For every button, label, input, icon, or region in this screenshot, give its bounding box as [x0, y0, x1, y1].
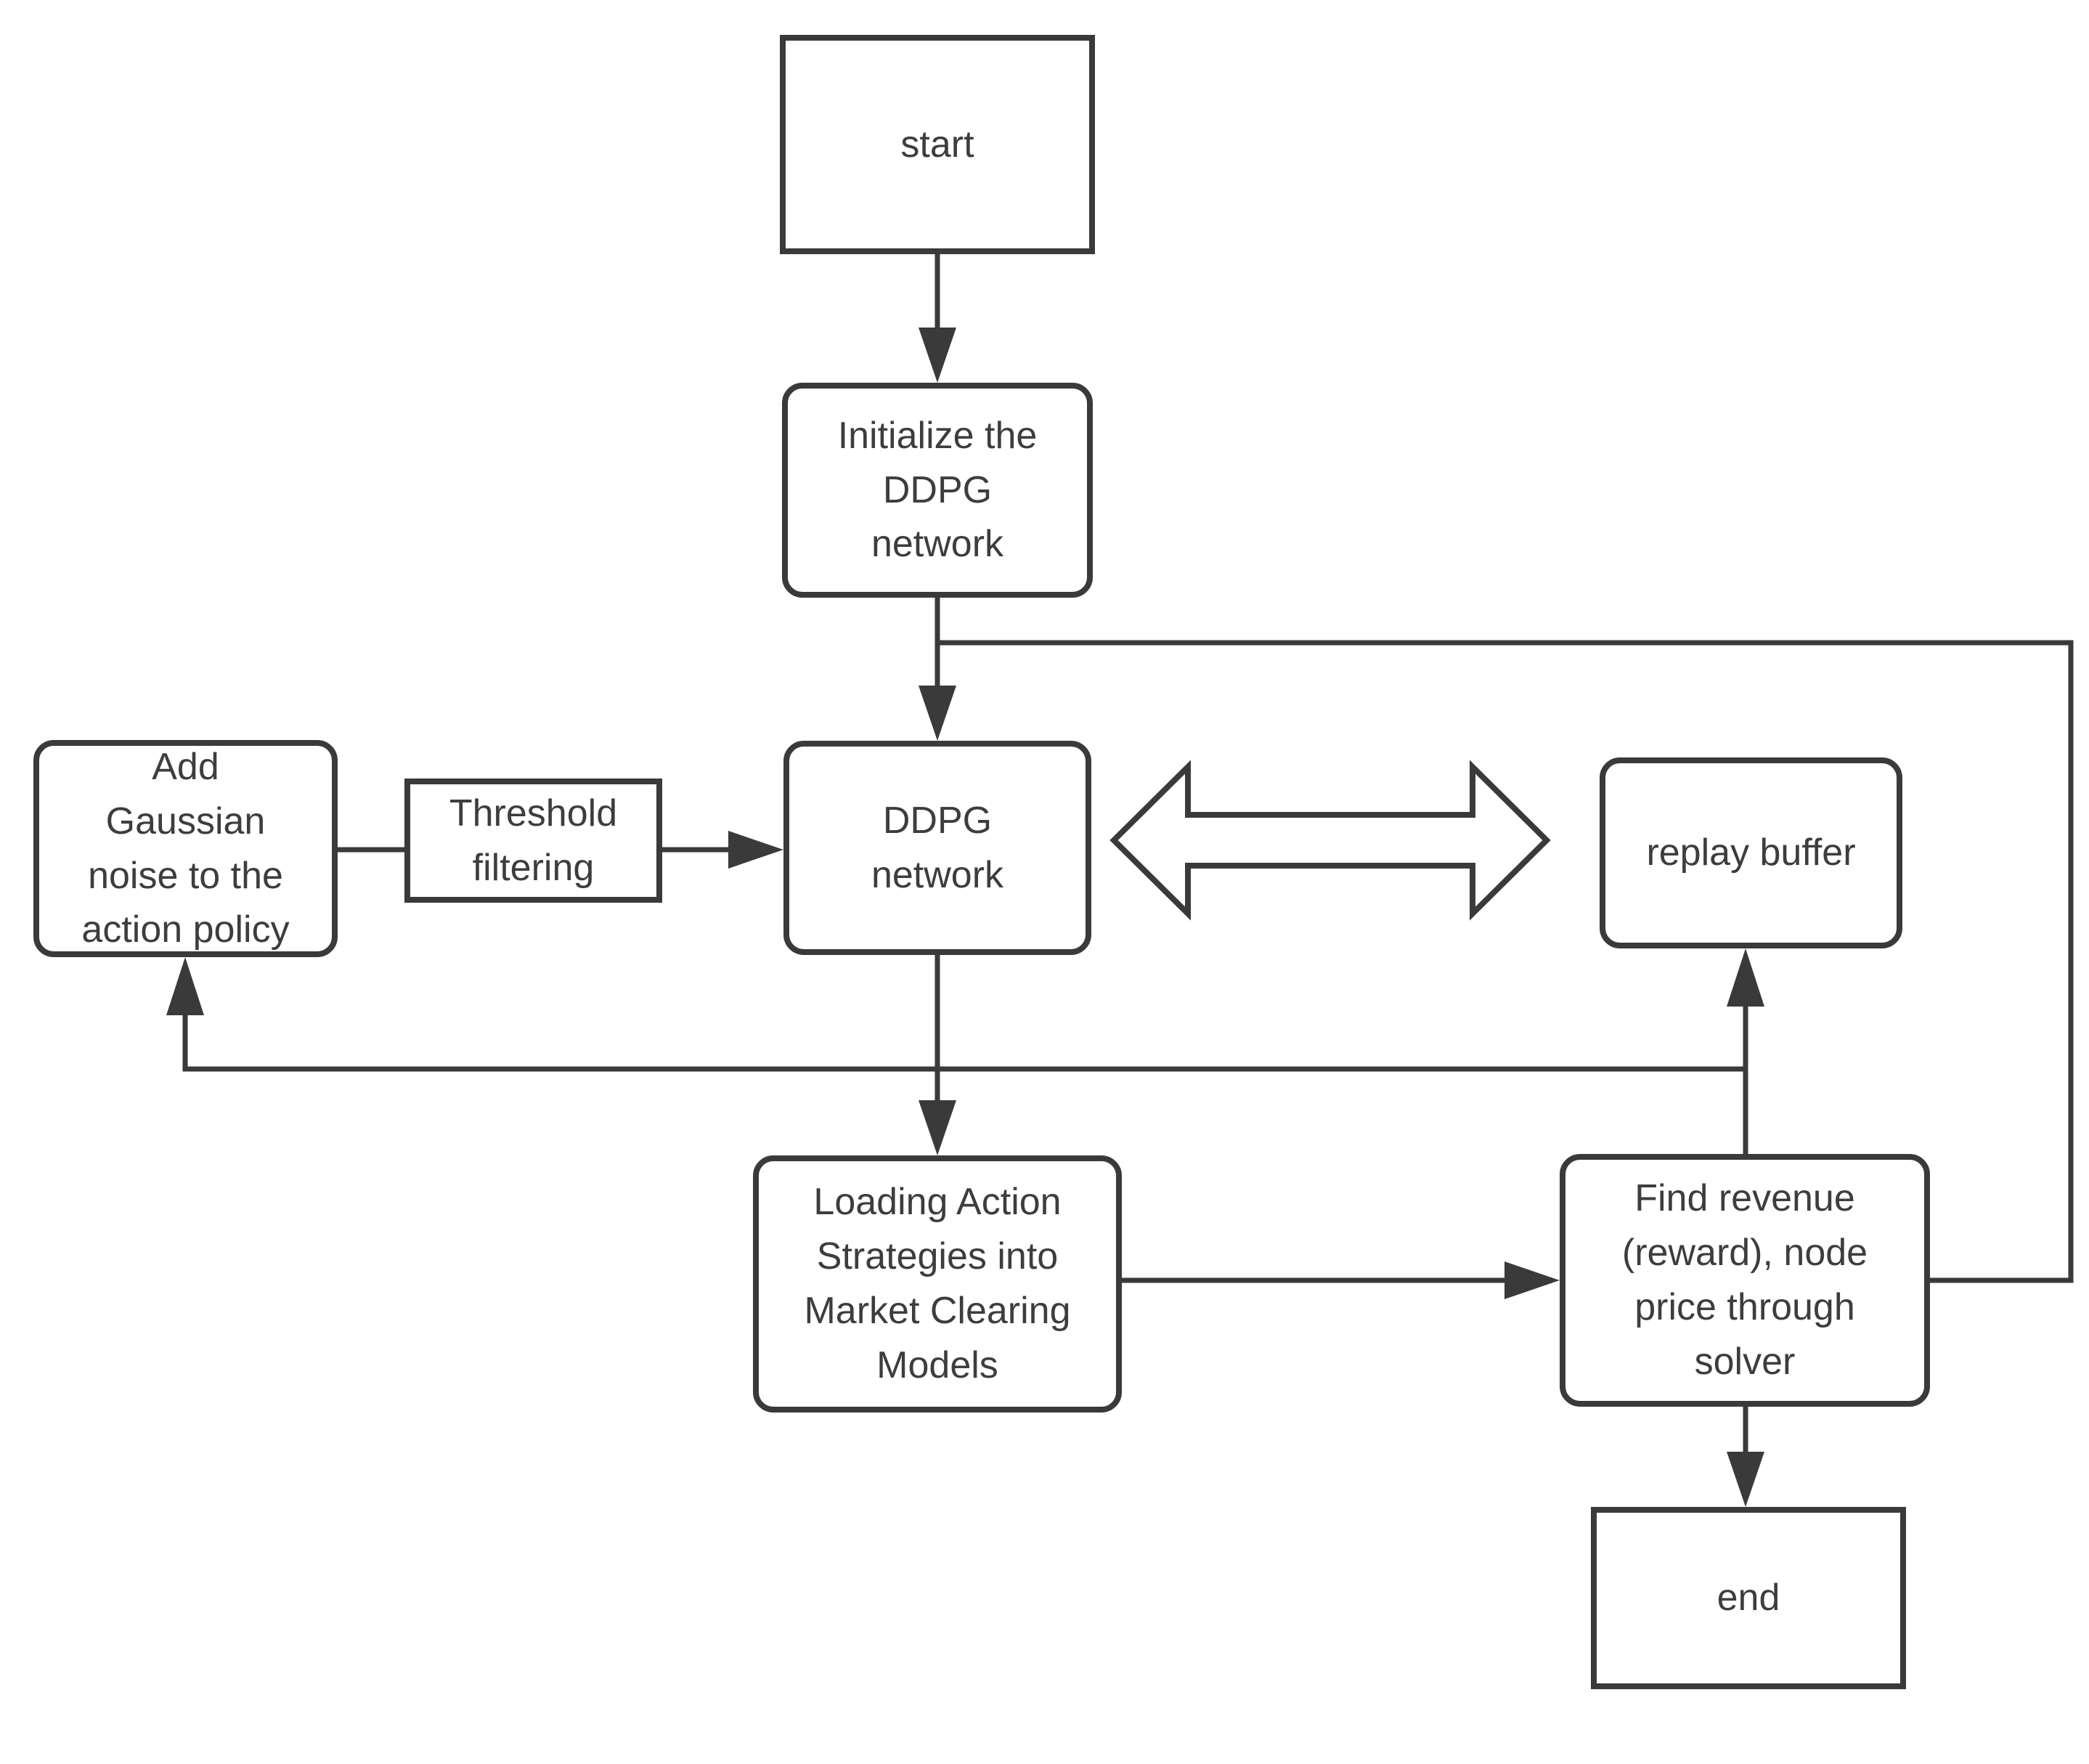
node-replay-buffer-label: replay buffer [1646, 832, 1856, 874]
arrowhead-up-icon [166, 957, 204, 1015]
arrowhead-down-icon [919, 328, 956, 383]
connector-threshold-to-ddpg [662, 831, 783, 869]
node-ddpg-network-label: DDPG network [871, 799, 1004, 896]
arrowhead-down-icon [919, 1100, 956, 1155]
connector-initialize-branch-to-find-revenue [937, 640, 2074, 1283]
node-initialize-label: Initialize the DDPG network [837, 414, 1038, 566]
bidirectional-arrow-icon [1109, 760, 1551, 921]
node-loading-action-strategies: Loading Action Strategies into Market Cl… [753, 1155, 1122, 1413]
node-find-revenue: Find revenue (reward), node price throug… [1560, 1154, 1930, 1407]
arrowhead-right-icon [728, 831, 783, 869]
arrowhead-up-icon [1727, 948, 1764, 1007]
node-add-gaussian-noise-label: Add Gaussian noise to the action policy [81, 745, 290, 951]
node-threshold-filtering-label: Threshold filtering [449, 792, 618, 889]
arrowhead-down-icon [1727, 1452, 1764, 1507]
node-start: start [780, 35, 1095, 254]
connector-ddpg-replay-exchange [1109, 760, 1551, 921]
node-loading-action-strategies-label: Loading Action Strategies into Market Cl… [804, 1181, 1071, 1386]
connector-line [937, 640, 2074, 1283]
connector-find-revenue-to-replay [1727, 948, 1764, 1154]
connector-start-to-initialize [919, 254, 956, 383]
arrowhead-down-icon [919, 686, 956, 741]
node-end-label: end [1717, 1577, 1780, 1619]
node-ddpg-network: DDPG network [783, 741, 1091, 955]
node-add-gaussian-noise: Add Gaussian noise to the action policy [33, 740, 338, 957]
connector-loading-to-find-revenue [1122, 1261, 1560, 1299]
connector-ddpg-to-loading [919, 955, 956, 1155]
node-find-revenue-label: Find revenue (reward), node price throug… [1621, 1177, 1868, 1383]
arrowhead-right-icon [1504, 1261, 1560, 1299]
connector-line [182, 1012, 1746, 1072]
connector-initialize-to-ddpg [919, 598, 956, 741]
node-threshold-filtering: Threshold filtering [404, 779, 662, 903]
node-replay-buffer: replay buffer [1600, 757, 1902, 948]
connector-feedback-to-gaussian [166, 957, 1746, 1072]
node-initialize-ddpg-network: Initialize the DDPG network [782, 383, 1093, 598]
node-start-label: start [900, 123, 974, 166]
node-end: end [1591, 1507, 1906, 1689]
connector-find-revenue-to-end [1727, 1407, 1764, 1507]
